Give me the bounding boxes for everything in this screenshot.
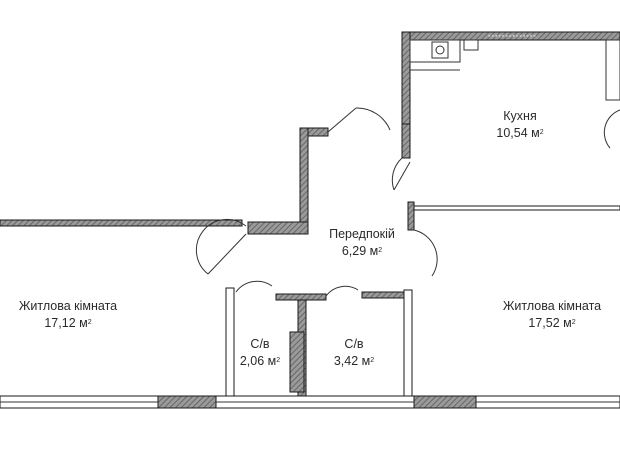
wall-bath-right (403, 289, 413, 397)
sink (463, 39, 479, 51)
room-hallway-area: 6,29 м2 (341, 244, 383, 258)
room-kitchen-name: Кухня (503, 109, 537, 123)
room-living-left-name: Житлова кімната (18, 299, 118, 313)
watermark: ▪▪▪▪▪▪▪▪▪▪▪▪▪▪ (488, 33, 537, 40)
room-living-left-area: 17,12 м2 (44, 316, 92, 330)
wall-left-corridor (247, 221, 309, 235)
wall-hall-right-stub (407, 201, 415, 231)
room-kitchen-area: 10,54 м2 (496, 126, 544, 140)
room-kitchen: Кухня 10,54 м2 (496, 108, 543, 142)
wall-kitchen-left (401, 31, 411, 125)
room-bath-small-area: 2,06 м2 (239, 354, 281, 368)
room-bath-large: С/в 3,42 м2 (334, 336, 374, 370)
wall-hall-left (299, 127, 309, 235)
fridge (605, 39, 620, 101)
room-living-right-area: 17,52 м2 (528, 316, 576, 330)
wall-bath-left (225, 287, 235, 397)
room-hallway-name: Передпокій (329, 227, 395, 241)
wall-bath-top-right (361, 291, 409, 299)
room-hallway: Передпокій 6,29 м2 (329, 226, 395, 260)
room-bath-large-area: 3,42 м2 (333, 354, 375, 368)
wall-left-top (0, 219, 243, 227)
stove (431, 41, 449, 59)
walls (0, 31, 620, 409)
wall-bottom-segment-a (157, 395, 217, 409)
room-living-right-name: Житлова кімната (502, 299, 602, 313)
room-bath-small: С/в 2,06 м2 (240, 336, 280, 370)
wall-kitchen-left-lower (401, 123, 411, 159)
room-bath-large-name: С/в (344, 337, 364, 351)
room-living-right: Житлова кімната 17,52 м2 (503, 298, 601, 332)
vent-shaft (289, 331, 305, 393)
wall-bath-top-mid (275, 293, 327, 301)
doors (0, 107, 620, 403)
room-living-left: Житлова кімната 17,12 м2 (19, 298, 117, 332)
wall-kitchen-bottom (409, 205, 620, 211)
kitchen-fixtures (409, 39, 620, 101)
wall-bottom-segment-b (413, 395, 477, 409)
room-bath-small-name: С/в (250, 337, 270, 351)
